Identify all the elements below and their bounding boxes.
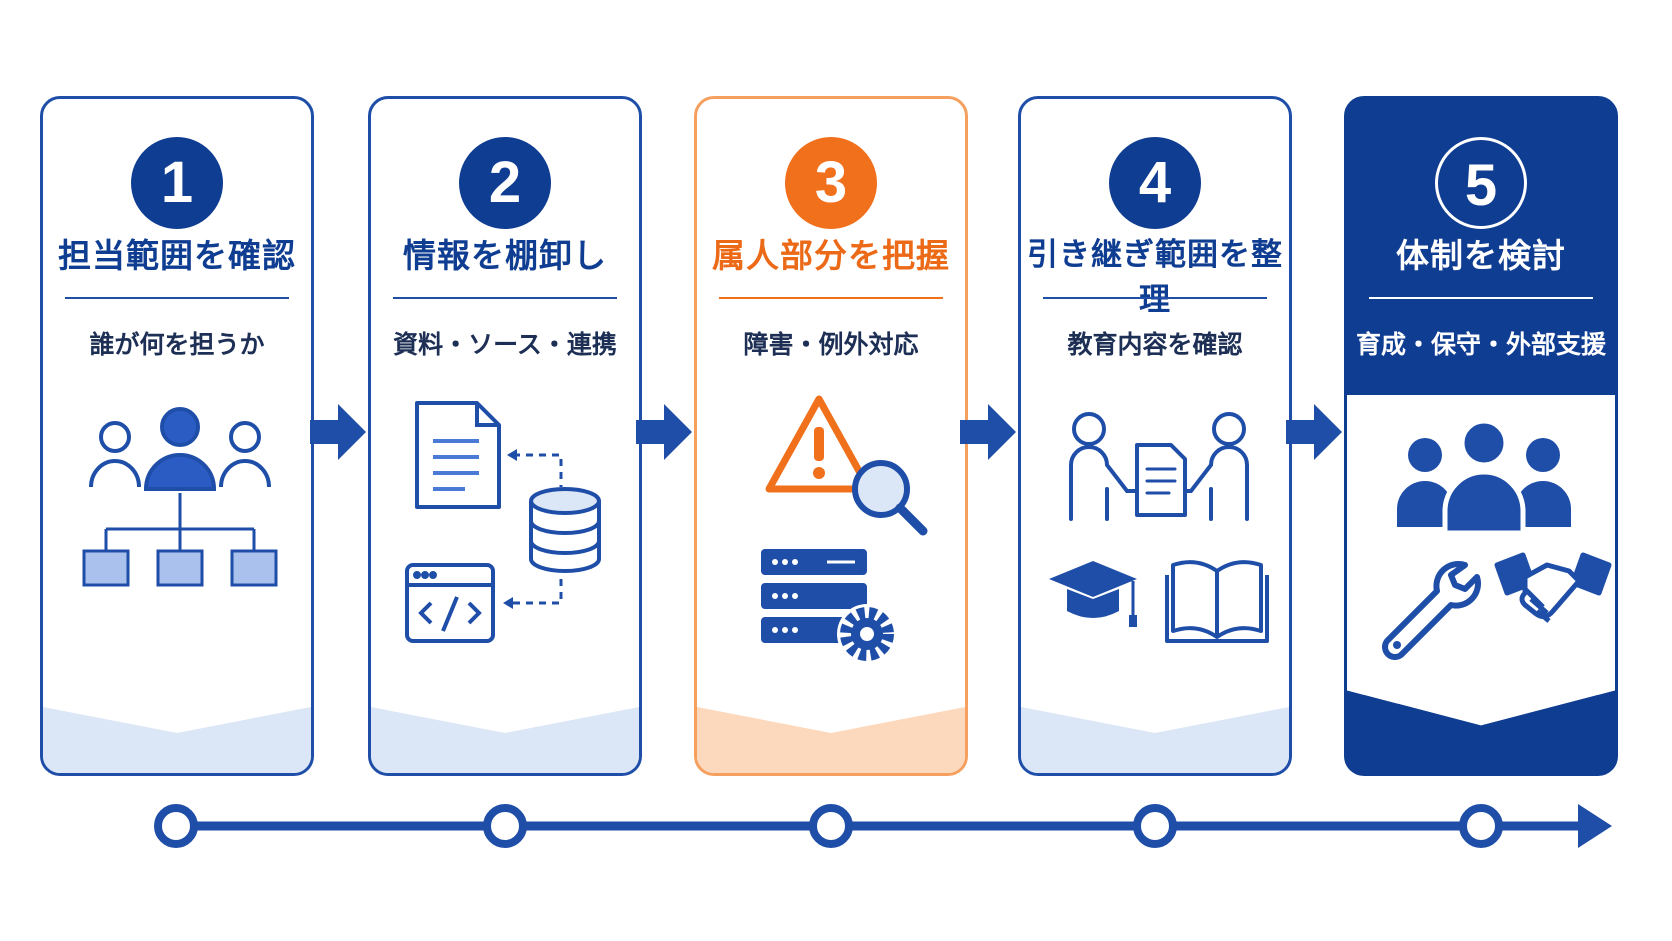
step-title-5: 体制を検討	[1396, 236, 1566, 275]
step-number-2: 2	[459, 137, 551, 229]
card-chevron-2	[371, 707, 639, 773]
step-card-5: 5 体制を検討 育成・保守・外部支援	[1344, 96, 1618, 776]
people-group-icon	[89, 407, 271, 491]
step-subtitle-4: 教育内容を確認	[1067, 330, 1243, 359]
step-card-1: 1 担当範囲を確認 誰が何を担うか	[40, 96, 314, 776]
step-subtitle-2: 資料・ソース・連携	[393, 330, 617, 359]
step-arrow-3-4	[960, 404, 1016, 460]
step-card-2: 2 情報を棚卸し 資料・ソース・連携	[368, 96, 642, 776]
handshake-icon	[1494, 552, 1612, 623]
card-chevron-3	[697, 707, 965, 773]
timeline-node-4	[1133, 804, 1177, 848]
step-title-1: 担当範囲を確認	[58, 236, 296, 275]
arrowhead	[507, 449, 517, 461]
divider	[1369, 297, 1593, 299]
card-chevron-4	[1021, 707, 1289, 773]
step-subtitle-5: 育成・保守・外部支援	[1355, 330, 1606, 359]
timeline-arrowhead	[1578, 804, 1612, 848]
document-icon	[415, 401, 501, 509]
timeline-node-2	[483, 804, 527, 848]
step-card-3: 3 属人部分を把握 障害・例外対応	[694, 96, 968, 776]
step-icons-5	[1382, 418, 1612, 660]
handover-document-icon	[1069, 412, 1249, 521]
step-arrow-2-3	[636, 404, 692, 460]
step-number-1: 1	[131, 137, 223, 229]
step-number-5: 5	[1435, 137, 1527, 229]
team-icon	[1397, 418, 1571, 536]
step-arrow-4-5	[1286, 404, 1342, 460]
step-number-4: 4	[1109, 137, 1201, 229]
step-icons-2	[405, 401, 601, 643]
wrench-icon	[1382, 561, 1481, 660]
card-chevron-1	[43, 707, 311, 773]
divider	[719, 297, 943, 299]
divider	[393, 297, 617, 299]
database-icon	[529, 487, 601, 573]
step-title-3: 属人部分を把握	[712, 236, 950, 275]
step-card-4: 4 引き継ぎ範囲を整理 教育内容を確認	[1018, 96, 1292, 776]
timeline-node-3	[809, 804, 853, 848]
step-arrow-1-2	[310, 404, 366, 460]
arrowhead	[503, 597, 513, 609]
open-book-icon	[1165, 560, 1269, 643]
org-chart-icon	[82, 493, 278, 587]
divider	[65, 297, 289, 299]
step-subtitle-3: 障害・例外対応	[743, 330, 919, 359]
step-title-2: 情報を棚卸し	[403, 236, 607, 275]
divider	[1043, 297, 1267, 299]
server-gear-icon	[761, 549, 897, 664]
timeline-node-1	[154, 804, 198, 848]
code-window-icon	[405, 563, 495, 643]
card-chevron-5	[1347, 683, 1615, 773]
step-title-4: 引き継ぎ範囲を整理	[1027, 237, 1283, 318]
step-icons-1	[82, 407, 278, 587]
magnifier-icon	[852, 460, 928, 536]
warning-icon	[765, 395, 873, 493]
timeline-node-5	[1459, 804, 1503, 848]
step-icons-4	[1049, 412, 1269, 643]
graduation-cap-icon	[1049, 561, 1137, 627]
step-subtitle-1: 誰が何を担うか	[89, 330, 265, 359]
step-number-3: 3	[785, 137, 877, 229]
step-icons-3	[761, 395, 928, 664]
dashed-connector	[511, 453, 563, 605]
